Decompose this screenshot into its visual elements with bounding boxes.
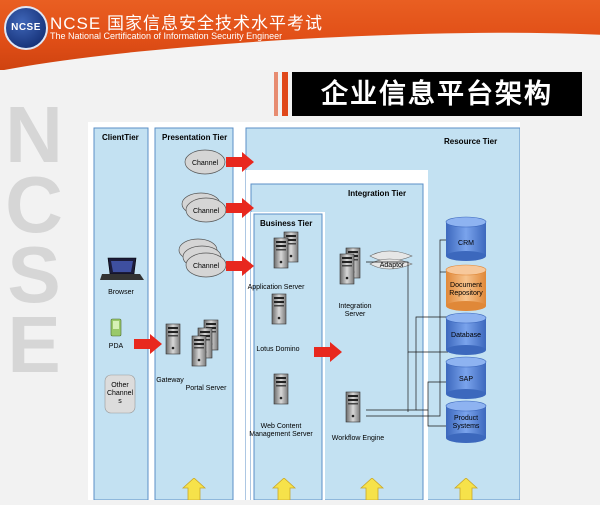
- sap-label: SAP: [459, 376, 473, 383]
- up-arrow-icon-1: [182, 477, 206, 501]
- gateway-server-icon: [165, 323, 181, 355]
- sap-database-icon: [445, 356, 487, 399]
- up-arrow-icon-2: [272, 477, 296, 501]
- brand-name: NCSE 国家信息安全技术水平考试: [50, 14, 323, 33]
- database-label: Database: [451, 332, 481, 339]
- channel-1-label: Channel: [192, 160, 219, 167]
- bottom-arrow-row: [88, 477, 520, 501]
- laptop-icon: [100, 257, 144, 280]
- database-icon: [445, 312, 487, 355]
- workflow-engine-icon: [345, 391, 361, 423]
- ncse-logo: NCSE: [4, 6, 48, 50]
- app-server-label: Application Server: [248, 284, 305, 291]
- resource-tier-label: Resource Tier: [444, 137, 497, 146]
- portal-server-label: Portal Server: [186, 385, 228, 392]
- app-server-icon-1: [273, 237, 289, 269]
- connection-lines: [366, 239, 448, 427]
- lotus-domino-icon: [271, 293, 287, 325]
- slide-title: 企业信息平台架构: [274, 72, 582, 116]
- channel-2-label: Channel: [193, 208, 220, 215]
- adaptor-shape: [369, 258, 413, 270]
- architecture-svg: ClientTier Presentation Tier Resource Ti…: [93, 127, 521, 501]
- channel-1-oval: [184, 149, 226, 175]
- browser-label: Browser: [108, 289, 134, 296]
- business-tier-label: Business Tier: [260, 219, 312, 228]
- client-tier-panel: [93, 127, 149, 501]
- crm-label: CRM: [458, 240, 474, 247]
- channel-3-label: Channel: [193, 263, 220, 270]
- presentation-tier-panel: [154, 127, 234, 501]
- portal-server-icon-1: [191, 335, 207, 367]
- web-content-server-icon: [273, 373, 289, 405]
- integration-tier-label: Integration Tier: [348, 189, 406, 198]
- up-arrow-icon-4: [454, 477, 478, 501]
- document-repository-icon: [445, 264, 487, 311]
- product-systems-icon: [445, 400, 487, 443]
- crm-database-icon: [445, 216, 487, 261]
- architecture-diagram: ClientTier Presentation Tier Resource Ti…: [88, 122, 521, 501]
- pda-icon: [110, 318, 122, 337]
- up-arrow-icon-3: [360, 477, 384, 501]
- brand-subtitle: The National Certification of Informatio…: [50, 31, 283, 41]
- integration-server-icon-1: [339, 253, 355, 285]
- bottom-arrows-svg: [182, 477, 478, 501]
- gateway-label: Gateway: [156, 377, 184, 384]
- adaptor-label: Adaptor: [380, 262, 405, 269]
- presentation-tier-label: Presentation Tier: [162, 133, 227, 142]
- header-banner: NCSE NCSE 国家信息安全技术水平考试 The National Cert…: [0, 0, 600, 70]
- workflow-engine-label: Workflow Engine: [332, 435, 385, 442]
- client-tier-label: ClientTier: [102, 133, 139, 142]
- pda-label: PDA: [109, 343, 124, 350]
- other-channels-box: [104, 374, 136, 414]
- lotus-domino-label: Lotus Domino: [256, 346, 299, 353]
